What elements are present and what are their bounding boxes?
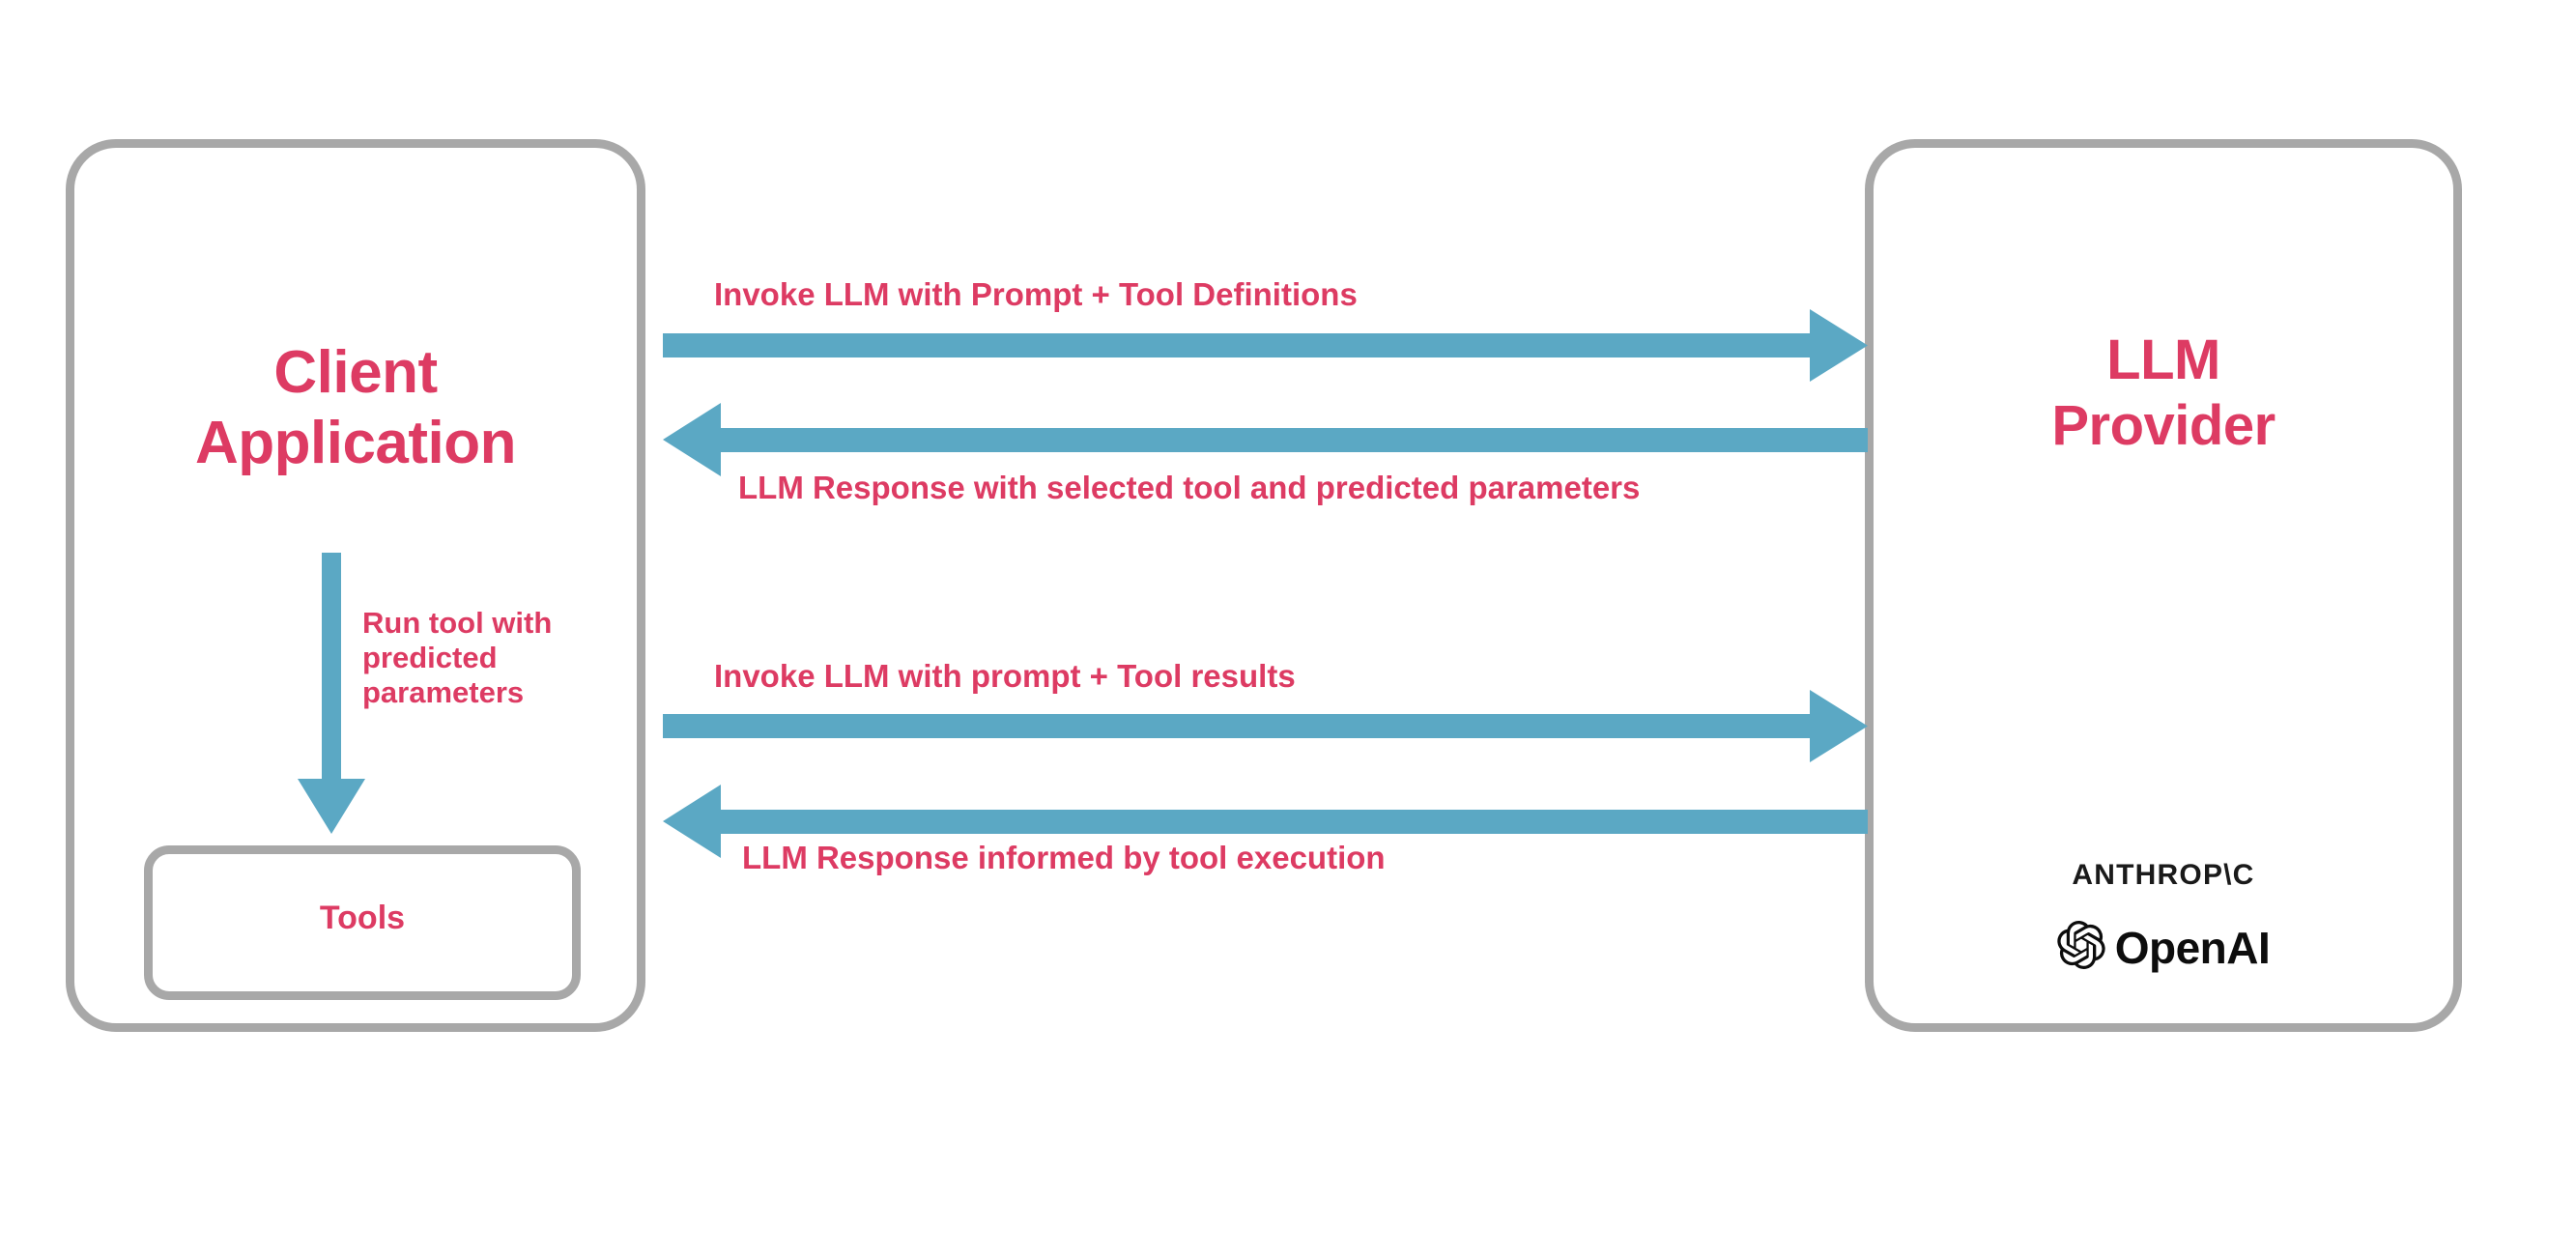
tools-box[interactable]: Tools bbox=[144, 845, 581, 1000]
provider-title-line-1: LLM bbox=[2106, 329, 2220, 391]
arrow-invoke-1 bbox=[663, 309, 1868, 382]
arrow-label-run-tool: Run tool with predicted parameters bbox=[362, 606, 553, 709]
arrow-invoke-2 bbox=[663, 690, 1868, 762]
openai-knot-icon bbox=[2057, 921, 2105, 974]
arrow-response-1 bbox=[663, 403, 1868, 476]
arrow-label-response-2: LLM Response informed by tool execution bbox=[742, 840, 1386, 875]
openai-logo: OpenAI bbox=[1874, 921, 2453, 974]
tools-label: Tools bbox=[319, 900, 406, 936]
provider-title-line-2: Provider bbox=[2051, 394, 2275, 458]
llm-provider-title: LLM Provider bbox=[1874, 328, 2453, 460]
llm-provider-panel: LLM Provider ANTHROP\C OpenAI bbox=[1865, 139, 2462, 1032]
client-title-line-1: Client bbox=[273, 339, 438, 406]
client-application-title: Client Application bbox=[74, 337, 637, 478]
openai-wordmark: OpenAI bbox=[2114, 922, 2271, 973]
arrow-label-invoke-2: Invoke LLM with prompt + Tool results bbox=[714, 658, 1296, 694]
client-application-panel: Client Application Tools bbox=[66, 139, 645, 1032]
arrow-label-response-1: LLM Response with selected tool and pred… bbox=[738, 470, 1641, 505]
anthropic-logo: ANTHROP\C bbox=[2072, 859, 2255, 891]
arrow-label-invoke-1: Invoke LLM with Prompt + Tool Definition… bbox=[714, 276, 1358, 312]
client-title-line-2: Application bbox=[194, 410, 517, 477]
